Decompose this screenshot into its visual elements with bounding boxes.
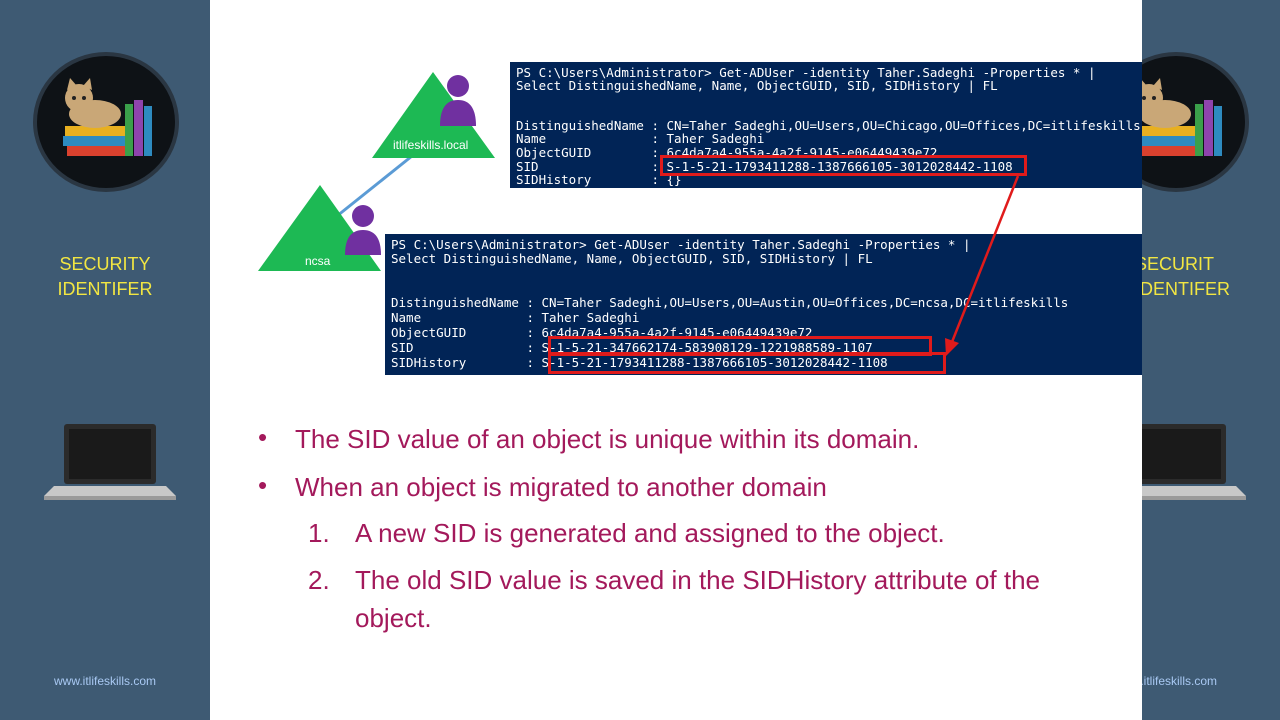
- sid-highlight-box: [660, 155, 1027, 176]
- sidebar-title-line1: SECURIT: [1142, 254, 1215, 274]
- terminal-line: SIDHistory : S-1-5-21-1793411288-1387666…: [391, 355, 888, 370]
- terminal-line: Select DistinguishedName, Name, ObjectGU…: [516, 78, 998, 93]
- terminal-line: Name : Taher Sadeghi: [516, 131, 765, 146]
- website-url[interactable]: www.itlifeskills.com: [1142, 674, 1218, 688]
- terminal-line: Select DistinguishedName, Name, ObjectGU…: [391, 251, 873, 266]
- sidebar-title-line1: SECURITY: [59, 254, 151, 274]
- sidebar-title-line2: IDENTIFER: [1142, 279, 1231, 299]
- laptop-icon: [1142, 424, 1246, 500]
- terminal-line: PS C:\Users\Administrator> Get-ADUser -i…: [516, 65, 1096, 80]
- domain-label-itlifeskills: itlifeskills.local: [393, 138, 469, 152]
- terminal-line: ObjectGUID : 6c4da7a4-955a-4a2f-9145-e06…: [391, 325, 813, 340]
- cat-on-books-icon: [1142, 52, 1249, 192]
- terminal-line: PS C:\Users\Administrator> Get-ADUser -i…: [391, 237, 971, 252]
- website-url[interactable]: www.itlifeskills.com: [53, 674, 156, 688]
- terminal-line: SID : S-1-5-21-1793411288-1387666105-301…: [516, 159, 1013, 174]
- cat-on-books-icon: [33, 52, 179, 192]
- domain-label-ncsa: ncsa: [305, 254, 331, 268]
- domain-triangle-itlifeskills: [372, 72, 495, 158]
- trust-link: [331, 154, 413, 222]
- sidebar-title-line2: IDENTIFER: [57, 279, 153, 299]
- powershell-output-itlifeskills: PS C:\Users\Administrator> Get-ADUser -i…: [510, 62, 1142, 188]
- user-icon: [345, 205, 381, 255]
- terminal-line: DistinguishedName : CN=Taher Sadeghi,OU=…: [516, 118, 1141, 133]
- laptop-icon: [44, 424, 176, 500]
- terminal-line: SID : S-1-5-21-347662174-583908129-12219…: [391, 340, 873, 355]
- right-sidebar: SECURIT IDENTIFER www.itlifeskills.com: [1142, 0, 1280, 720]
- terminal-line: SIDHistory : {}: [516, 172, 682, 187]
- terminal-line: DistinguishedName : CN=Taher Sadeghi,OU=…: [391, 295, 1069, 310]
- domain-diagram: [258, 72, 495, 271]
- sidhistory-highlight-box: [548, 352, 946, 374]
- arrow-icon: [945, 175, 1020, 356]
- powershell-output-ncsa: PS C:\Users\Administrator> Get-ADUser -i…: [385, 234, 1142, 375]
- terminal-line: Name : Taher Sadeghi: [391, 310, 640, 325]
- user-icon: [440, 75, 476, 126]
- left-sidebar: SECURITY IDENTIFER www.itlifeskills.com: [0, 0, 210, 720]
